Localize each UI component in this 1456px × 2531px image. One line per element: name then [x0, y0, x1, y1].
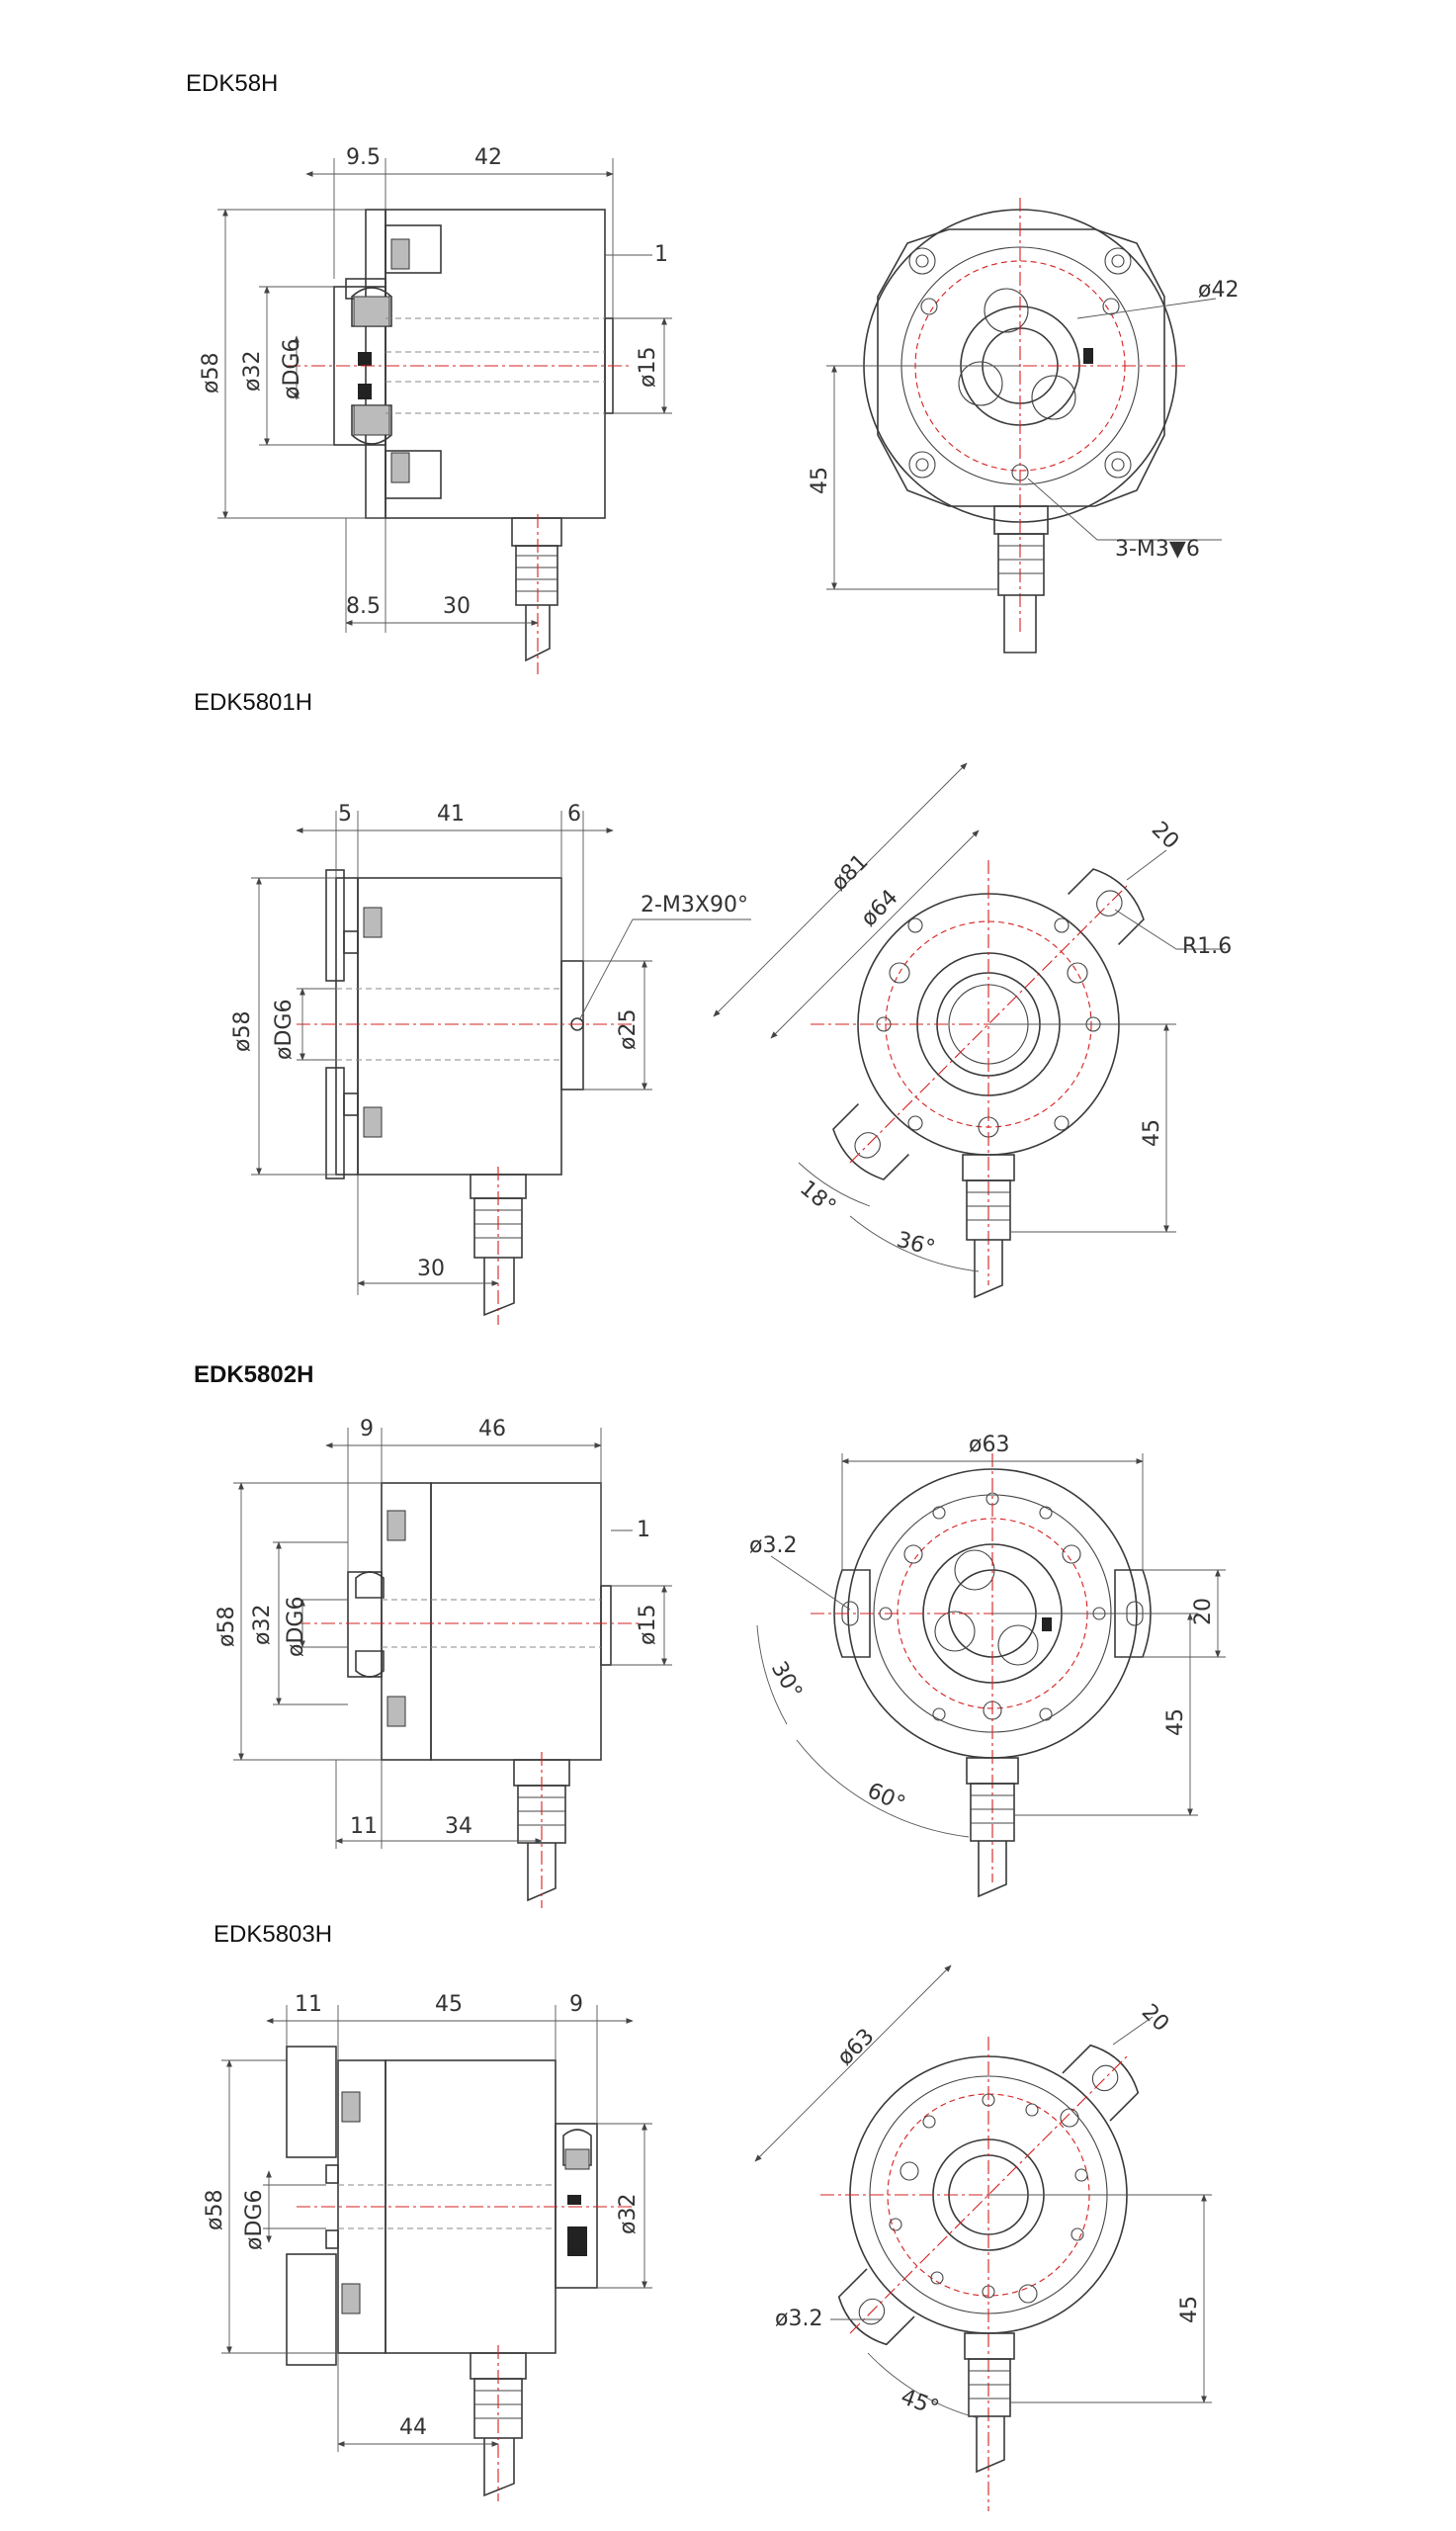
- dim-right-dia: ø25: [616, 1009, 641, 1050]
- dim-outer-dia: ø58: [230, 1011, 255, 1052]
- dim-outer-dia: ø58: [214, 1607, 239, 1647]
- dim-outer-dia: ø58: [199, 353, 223, 393]
- dim-slot: 20: [1147, 818, 1183, 854]
- dim-top-a: 9.5: [346, 145, 381, 170]
- model-title: EDK5802H: [194, 1361, 313, 1388]
- dim-bot-b: 34: [445, 1814, 472, 1839]
- dim-holes: 3-M3▼6: [1115, 537, 1200, 562]
- model-edk5803h: EDK5803H: [203, 1921, 1212, 2511]
- dim-top-dia: ø63: [969, 1433, 1009, 1457]
- dim-angle-b: 36°: [894, 1228, 937, 1262]
- dim-top-c: 9: [569, 1992, 583, 2017]
- dim-angle-a: 30°: [766, 1658, 807, 1703]
- dim-slot: 20: [1191, 1598, 1216, 1625]
- side-view: 11 45 9 ø58 øDG6 ø32 44: [203, 1992, 652, 2501]
- dim-top-c: 6: [567, 802, 581, 827]
- model-title: EDK58H: [186, 70, 278, 97]
- dim-gap: 1: [637, 1518, 650, 1542]
- dim-top-b: 42: [474, 145, 502, 170]
- dim-top-a: 9: [360, 1417, 374, 1441]
- dim-shaft-dia: øDG6: [242, 2190, 267, 2250]
- dim-top-b: 46: [478, 1417, 506, 1441]
- dim-pcd: ø42: [1198, 278, 1239, 303]
- dim-screw: 2-M3X90°: [641, 893, 748, 917]
- dim-front-height: 45: [1163, 1708, 1188, 1736]
- dim-bot-a: 8.5: [346, 594, 381, 619]
- dim-angle-b: 60°: [863, 1779, 908, 1817]
- dim-bot: 30: [417, 1257, 445, 1281]
- dim-top-a: 5: [338, 802, 352, 827]
- dim-shaft-dia: øDG6: [280, 339, 304, 399]
- dim-top-b: 45: [435, 1992, 463, 2017]
- dim-top-a: 11: [295, 1992, 322, 2017]
- front-view: ø63 ø3.2 20 45 30° 60°: [749, 1433, 1226, 1898]
- front-view: ø81 ø64 20 R1.6 45 18° 36°: [713, 762, 1232, 1299]
- model-edk5802h: EDK5802H 9 46 1: [194, 1361, 1226, 1908]
- dim-front-height: 45: [1140, 1119, 1164, 1147]
- dim-dia-a: ø81: [827, 849, 874, 896]
- front-view: ø42 45 3-M3▼6: [808, 198, 1239, 654]
- dim-hole: ø3.2: [775, 2307, 822, 2331]
- dim-front-height: 45: [1177, 2296, 1202, 2323]
- model-edk58h: EDK58H: [186, 70, 1239, 674]
- model-title: EDK5803H: [214, 1921, 332, 1948]
- dim-bot-b: 30: [443, 594, 471, 619]
- dim-front-height: 45: [808, 467, 832, 494]
- dim-right-dia: ø15: [636, 347, 660, 388]
- dim-inner-dia: ø32: [240, 351, 265, 392]
- dim-bot: 44: [399, 2415, 427, 2440]
- dim-right-dia: ø32: [616, 2194, 641, 2234]
- model-edk5801h: EDK5801H 5 41 6: [194, 689, 1232, 1325]
- dim-shaft-dia: øDG6: [284, 1597, 308, 1657]
- dim-shaft-dia: øDG6: [272, 1000, 297, 1060]
- dim-top-b: 41: [437, 802, 465, 827]
- side-view: 9 46 1 ø58 ø32 øDG6 ø15 11 34: [214, 1417, 672, 1908]
- dim-slot: 20: [1137, 2000, 1173, 2037]
- dim-bot-a: 11: [350, 1814, 378, 1839]
- dim-gap: 1: [654, 242, 668, 267]
- side-view: 5 41 6 2-M3X90° ø58 øDG6 ø25 30: [230, 802, 751, 1325]
- dim-radius: R1.6: [1182, 934, 1232, 959]
- dim-right-dia: ø15: [636, 1605, 660, 1645]
- dim-angle-a: 18°: [795, 1176, 840, 1219]
- model-title: EDK5801H: [194, 689, 312, 716]
- dim-top-dia: ø63: [833, 2024, 880, 2070]
- dim-inner-dia: ø32: [250, 1605, 275, 1645]
- dim-dia-b: ø64: [857, 885, 903, 931]
- side-view: 9.5 42 1 ø58 ø32 øDG6 ø15 8.5 30: [199, 145, 672, 674]
- front-view: ø63 20 ø3.2 45 45°: [754, 1964, 1212, 2511]
- dim-angle: 45°: [898, 2385, 942, 2421]
- dim-outer-dia: ø58: [203, 2190, 227, 2230]
- dim-hole: ø3.2: [749, 1533, 797, 1558]
